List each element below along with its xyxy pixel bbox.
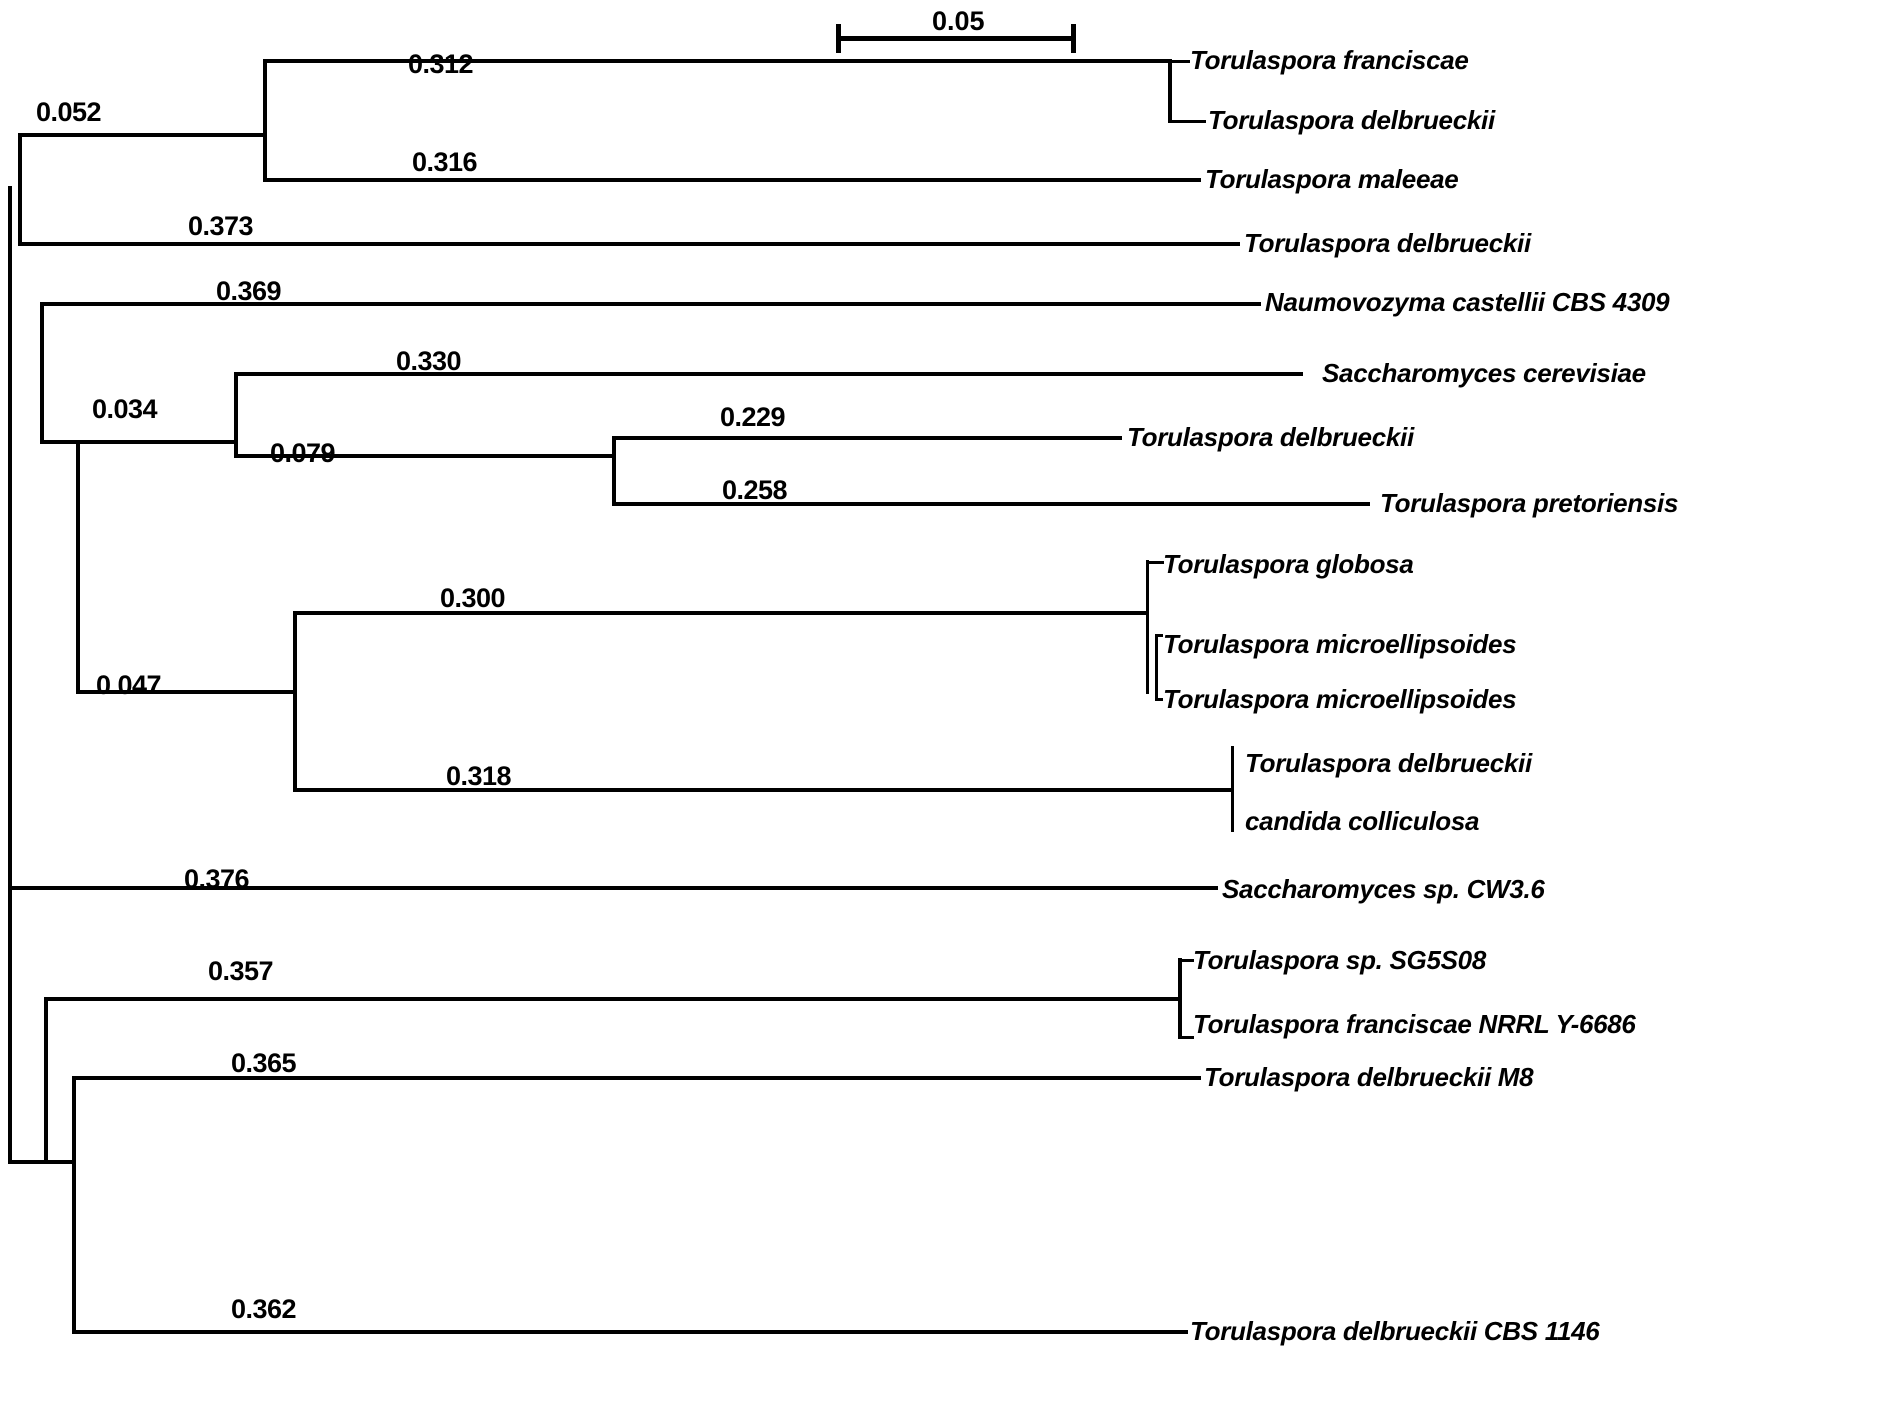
branch-0376 bbox=[8, 886, 1218, 890]
branch-label-0229: 0.229 bbox=[720, 402, 786, 432]
branch-0034 bbox=[76, 440, 236, 444]
branch-label-0052: 0.052 bbox=[36, 97, 102, 127]
taxon-label-t17: Torulaspora delbrueckii M8 bbox=[1204, 1062, 1534, 1092]
branch-bottom-stem bbox=[8, 1160, 46, 1164]
branch-label-0376: 0.376 bbox=[184, 864, 250, 894]
taxon-label-t16: Torulaspora franciscae NRRL Y-6686 bbox=[1193, 1009, 1636, 1039]
taxon-label-t05: Naumovozyma castellii CBS 4309 bbox=[1265, 287, 1670, 317]
tip-branch-t09 bbox=[1146, 561, 1164, 564]
branch-label-0316: 0.316 bbox=[412, 147, 478, 177]
tip-branch-t02 bbox=[1168, 120, 1206, 123]
branch-label-0357: 0.357 bbox=[208, 956, 274, 986]
branch-label-0312: 0.312 bbox=[408, 49, 474, 79]
taxon-label-t15: Torulaspora sp. SG5S08 bbox=[1193, 945, 1486, 975]
taxon-label-t08: Torulaspora pretoriensis bbox=[1380, 488, 1679, 518]
clade-0079-vertical bbox=[612, 436, 616, 504]
clade-0047-vertical bbox=[293, 611, 297, 789]
branch-clade-b-stem bbox=[40, 440, 80, 444]
pair-sg5s08-nrrl-vertical bbox=[1178, 958, 1182, 1039]
branch-label-0258: 0.258 bbox=[722, 475, 788, 505]
branch-0362 bbox=[72, 1330, 1188, 1334]
branch-0365 bbox=[72, 1076, 1201, 1080]
branch-0318 bbox=[293, 788, 1233, 792]
scale-bar-tick-left bbox=[836, 24, 841, 53]
tip-branch-t16 bbox=[1178, 1036, 1194, 1039]
branch-label-0079: 0.079 bbox=[270, 438, 336, 468]
branch-label-0365: 0.365 bbox=[231, 1048, 297, 1078]
branch-label-0047: 0.047 bbox=[96, 670, 162, 700]
taxon-label-t12: Torulaspora delbrueckii bbox=[1245, 748, 1532, 778]
taxon-label-t14: Saccharomyces sp. CW3.6 bbox=[1222, 874, 1545, 904]
clade-a-vertical bbox=[18, 133, 22, 244]
scale-bar-tick-right bbox=[1071, 24, 1076, 53]
cluster-micro-pair-vertical bbox=[1155, 634, 1158, 700]
pair-franciscae-delbrueckii-vertical bbox=[1168, 59, 1172, 122]
tip-branch-t01 bbox=[1168, 60, 1190, 63]
branch-0312 bbox=[263, 59, 1171, 63]
taxon-label-t04: Torulaspora delbrueckii bbox=[1244, 228, 1531, 258]
clade-a1-vertical bbox=[263, 59, 267, 180]
branch-label-0362: 0.362 bbox=[231, 1294, 297, 1324]
taxon-label-t06: Saccharomyces cerevisiae bbox=[1322, 358, 1646, 388]
clade-0034-vertical bbox=[234, 372, 238, 458]
taxon-label-t07: Torulaspora delbrueckii bbox=[1127, 422, 1414, 452]
branch-0369 bbox=[40, 302, 1261, 306]
clade-b2-vertical bbox=[76, 440, 80, 694]
branch-label-0330: 0.330 bbox=[396, 346, 462, 376]
branch-0229 bbox=[612, 436, 1122, 440]
branch-label-0318: 0.318 bbox=[446, 761, 512, 791]
branch-0079 bbox=[234, 454, 614, 458]
branch-bottom-pair-stem bbox=[44, 1160, 76, 1164]
branch-0357 bbox=[44, 997, 1180, 1001]
branch-0373 bbox=[18, 242, 1240, 246]
tip-branch-t15 bbox=[1178, 959, 1194, 962]
branch-0258 bbox=[612, 502, 1370, 506]
taxon-label-t10: Torulaspora microellipsoides bbox=[1163, 629, 1517, 659]
branch-0316 bbox=[263, 178, 1201, 182]
branch-0330 bbox=[234, 372, 1303, 376]
root-spine-lower bbox=[8, 1063, 12, 1161]
cluster-globosa-micro-vertical bbox=[1146, 560, 1149, 694]
taxon-label-t03: Torulaspora maleeae bbox=[1205, 164, 1459, 194]
branch-0052 bbox=[18, 133, 265, 137]
scale-bar-label: 0.05 bbox=[932, 6, 985, 36]
taxon-label-t11: Torulaspora microellipsoides bbox=[1163, 684, 1517, 714]
branch-0047 bbox=[76, 690, 296, 694]
branch-label-0034: 0.034 bbox=[92, 394, 158, 424]
taxon-label-t02: Torulaspora delbrueckii bbox=[1208, 105, 1495, 135]
branch-label-0369: 0.369 bbox=[216, 276, 282, 306]
bottom-clade-vertical bbox=[44, 997, 48, 1163]
pair-delbrueckii-candida-vertical bbox=[1231, 746, 1234, 832]
taxon-label-t09: Torulaspora globosa bbox=[1163, 549, 1414, 579]
tip-branch-t10 bbox=[1155, 634, 1163, 637]
branch-0300 bbox=[293, 611, 1148, 615]
pair-m8-cbs1146-vertical bbox=[72, 1076, 76, 1332]
branch-label-0300: 0.300 bbox=[440, 583, 506, 613]
clade-b-vertical bbox=[40, 302, 44, 442]
root-spine bbox=[8, 186, 12, 1124]
taxon-label-t01: Torulaspora franciscae bbox=[1190, 45, 1469, 75]
taxon-label-t13: candida colliculosa bbox=[1245, 806, 1480, 836]
tip-branch-t11 bbox=[1155, 698, 1163, 701]
scale-bar-line bbox=[836, 36, 1076, 41]
branch-label-0373: 0.373 bbox=[188, 211, 254, 241]
taxon-label-t18: Torulaspora delbrueckii CBS 1146 bbox=[1190, 1316, 1600, 1346]
